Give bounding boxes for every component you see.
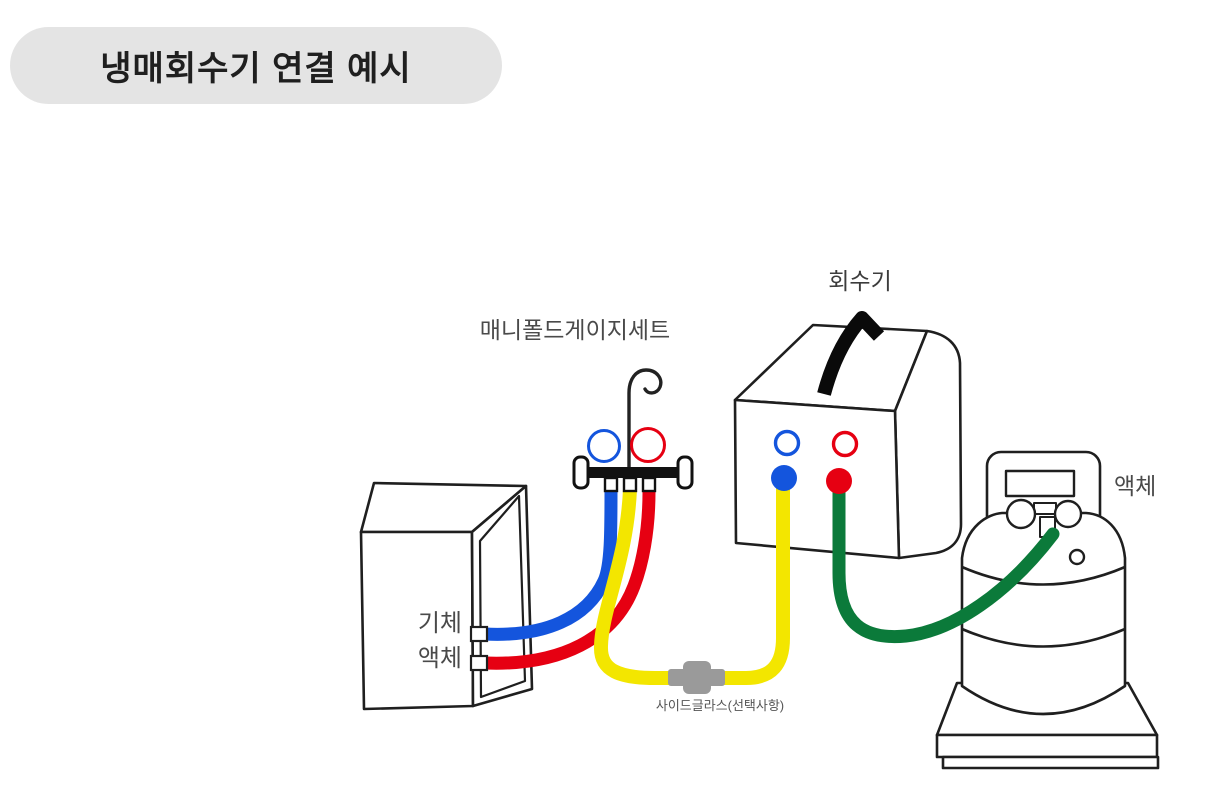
manifold-gauge-high [630, 427, 666, 463]
tank-port-hole [1068, 548, 1086, 566]
scale-front-face [935, 733, 1159, 759]
unit-gas-port-label: 기체 [417, 610, 462, 637]
recovery-right-face [893, 329, 963, 560]
manifold-port-service [622, 476, 638, 493]
recovery-handle [817, 311, 885, 396]
page-title: 냉매회수기 연결 예시 [100, 50, 412, 88]
hose-red-liquid [478, 485, 656, 670]
hoses [478, 470, 1060, 694]
recovery-ports [771, 465, 852, 494]
tank-valve-knob-left [1005, 498, 1037, 530]
manifold-gauge-set [572, 368, 694, 493]
tank-handle-cutout [1004, 469, 1076, 498]
tank-valve-knob-right [1053, 499, 1083, 529]
title-pill: 냉매회수기 연결 예시 [10, 27, 502, 104]
left-unit [359, 481, 534, 711]
refrigerant-tank [935, 450, 1160, 770]
manifold-gauge-set-label: 매니폴드게이지세트 [479, 317, 671, 343]
left-unit-panel-outer [470, 484, 534, 708]
liquid-port [469, 654, 489, 672]
tank-valve-connector [1033, 502, 1057, 515]
sight-glass-label: 사이드글라스(선택사항) [655, 698, 785, 713]
unit-liquid-port-label: 액체 [417, 645, 462, 672]
recovery-machine-label: 회수기 [828, 268, 892, 294]
manifold-port-low [603, 476, 619, 493]
tank-band-upper [961, 565, 1126, 586]
recovery-machine [733, 311, 963, 560]
tank-liquid-label: 액체 [1114, 473, 1157, 499]
recovery-port-blue [771, 465, 797, 491]
left-unit-ports [469, 625, 489, 672]
scale-base [941, 755, 1160, 770]
sight-glass-nut [683, 661, 711, 694]
recovery-front-face [733, 398, 901, 560]
manifold-valve-knob-right [676, 455, 694, 490]
recovery-gauge-ring-red [831, 430, 859, 458]
recovery-gauge-ring-blue [773, 429, 801, 457]
left-unit-panel-inner [478, 494, 527, 699]
hose-green-recovery [832, 477, 1060, 644]
tank-body [960, 511, 1127, 716]
manifold-bar [584, 467, 685, 478]
manifold-valve-knob-left [572, 455, 590, 490]
recovery-port-red [826, 468, 852, 494]
hose-blue-gas [478, 484, 618, 641]
manifold-hook [627, 368, 663, 471]
hose-yellow-service [594, 470, 790, 685]
tank-band-lower [961, 627, 1126, 648]
manifold-port-high [641, 476, 657, 493]
manifold-gauge-low [587, 429, 621, 463]
gas-port [469, 625, 489, 643]
